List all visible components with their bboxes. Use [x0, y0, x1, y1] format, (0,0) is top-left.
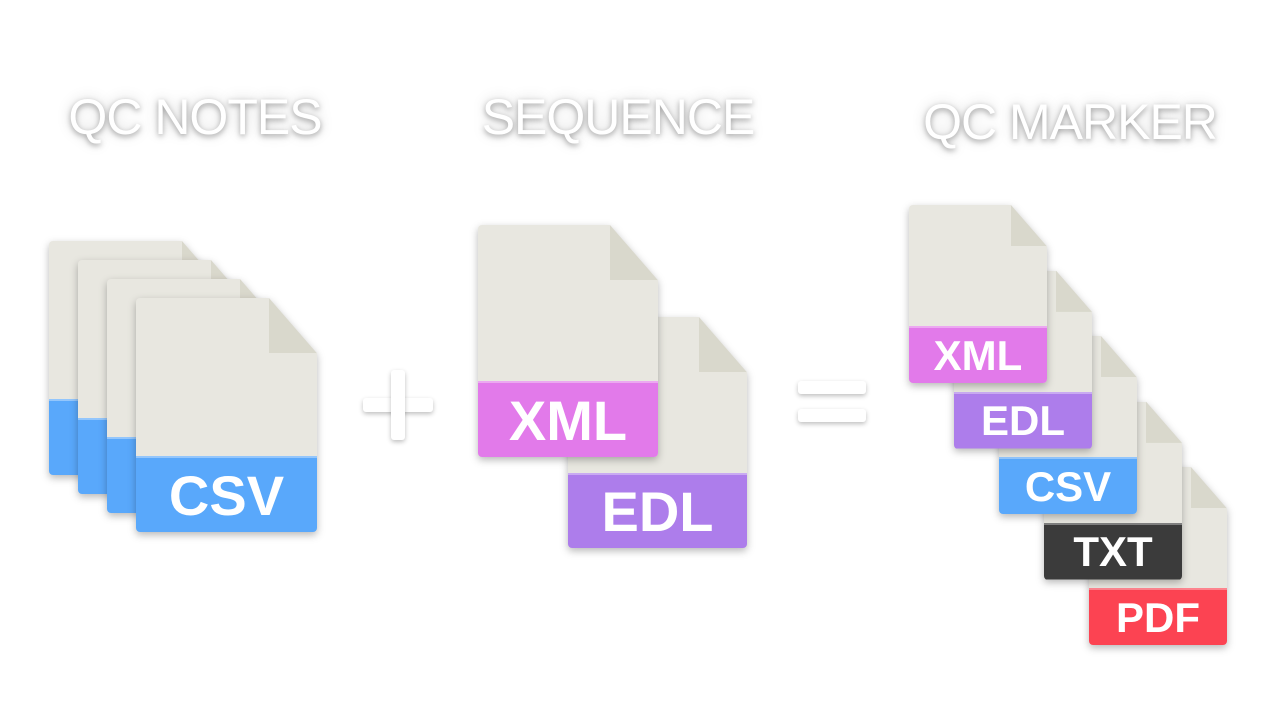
qc-notes-file: CSV [136, 298, 317, 532]
file-type-label: CSV [999, 457, 1137, 514]
file-fold-corner [1056, 270, 1092, 312]
file-fold-corner [1191, 467, 1227, 509]
qc-marker-file-xml: XML [909, 205, 1047, 383]
file-fold-corner [610, 225, 658, 281]
file-page: XML [909, 205, 1047, 383]
sequence-file-xml: XML [478, 225, 658, 457]
file-fold-corner [269, 298, 317, 354]
file-type-label: PDF [1089, 588, 1227, 645]
file-type-label: XML [478, 381, 658, 457]
file-page: CSV [136, 298, 317, 532]
file-page: XML [478, 225, 658, 457]
file-type-label: EDL [954, 391, 1092, 449]
qc-notes-title: QC NOTES [68, 89, 322, 145]
file-type-label: XML [909, 326, 1047, 383]
file-fold-corner [1011, 205, 1047, 247]
file-fold-corner [1146, 401, 1182, 443]
file-fold-corner [699, 317, 747, 373]
file-fold-corner [1101, 336, 1137, 378]
sequence-title: SEQUENCE [481, 89, 756, 145]
file-type-label: TXT [1044, 522, 1182, 580]
file-type-label: CSV [136, 456, 317, 532]
file-type-label: EDL [568, 473, 747, 548]
qc-marker-title: QC MARKER [923, 94, 1218, 150]
